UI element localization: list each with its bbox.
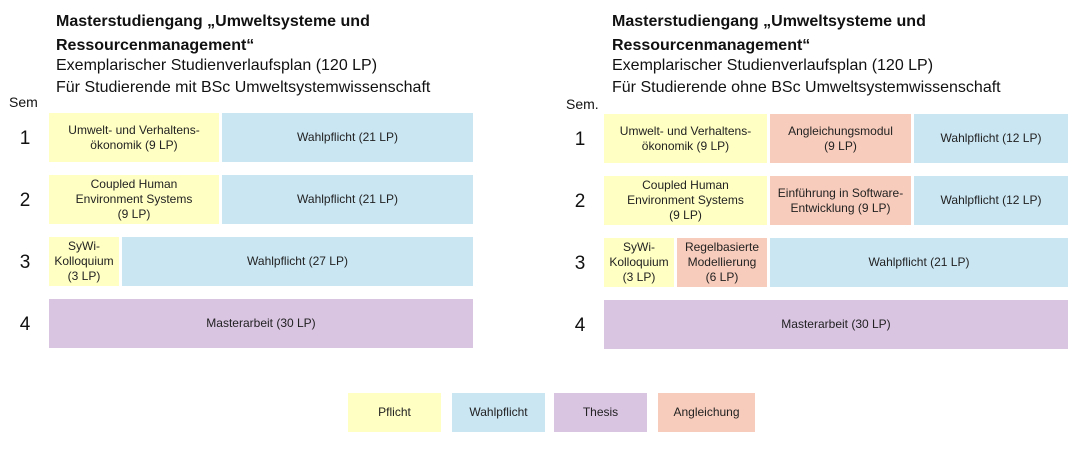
right-subtitle-1: Exemplarischer Studienverlaufsplan (120 … — [612, 57, 934, 74]
left-s3-wahlpflicht: Wahlpflicht (27 LP) — [122, 237, 473, 286]
right-s3-angleichung: Regelbasierte Modellierung (6 LP) — [677, 238, 767, 287]
legend-angleichung: Angleichung — [658, 393, 755, 432]
left-s4-masterarbeit: Masterarbeit (30 LP) — [49, 299, 473, 348]
left-subtitle-2: Für Studierende mit BSc Umweltsystemwiss… — [56, 79, 431, 96]
left-title-line1: Masterstudiengang „Umweltsysteme und — [56, 13, 370, 30]
right-s3-kolloquium: SyWi- Kolloquium (3 LP) — [604, 238, 674, 287]
right-s3-wahlpflicht: Wahlpflicht (21 LP) — [770, 238, 1068, 287]
left-s3-kolloquium: SyWi- Kolloquium (3 LP) — [49, 237, 119, 286]
left-sem-1: 1 — [19, 128, 31, 149]
right-s1-wahlpflicht: Wahlpflicht (12 LP) — [914, 114, 1068, 163]
right-sem-3: 3 — [574, 253, 586, 274]
right-s1-angleichung: Angleichungsmodul (9 LP) — [770, 114, 911, 163]
right-sem-4: 4 — [574, 315, 586, 336]
right-s4-masterarbeit: Masterarbeit (30 LP) — [604, 300, 1068, 349]
right-subtitle-2: Für Studierende ohne BSc Umweltsystemwis… — [612, 79, 1001, 96]
left-s2-pflicht-module: Coupled Human Environment Systems (9 LP) — [49, 175, 219, 224]
right-sem-header: Sem. — [566, 96, 599, 112]
legend-thesis: Thesis — [554, 393, 647, 432]
right-s2-angleichung: Einführung in Software- Entwicklung (9 L… — [770, 176, 911, 225]
right-title-line2: Ressourcenmanagement“ — [612, 37, 811, 54]
left-sem-3: 3 — [19, 252, 31, 273]
right-sem-1: 1 — [574, 129, 586, 150]
left-subtitle-1: Exemplarischer Studienverlaufsplan (120 … — [56, 57, 378, 74]
right-title-line1: Masterstudiengang „Umweltsysteme und — [612, 13, 926, 30]
right-s1-pflicht-module: Umwelt- und Verhaltens- ökonomik (9 LP) — [604, 114, 767, 163]
right-s2-pflicht-module: Coupled Human Environment Systems (9 LP) — [604, 176, 767, 225]
legend-pflicht: Pflicht — [348, 393, 441, 432]
left-s2-wahlpflicht: Wahlpflicht (21 LP) — [222, 175, 473, 224]
left-sem-4: 4 — [19, 314, 31, 335]
left-s1-pflicht-module: Umwelt- und Verhaltens- ökonomik (9 LP) — [49, 113, 219, 162]
right-sem-2: 2 — [574, 191, 586, 212]
left-title-line2: Ressourcenmanagement“ — [56, 37, 255, 54]
right-s2-wahlpflicht: Wahlpflicht (12 LP) — [914, 176, 1068, 225]
legend-wahlpflicht: Wahlpflicht — [452, 393, 545, 432]
left-s1-wahlpflicht: Wahlpflicht (21 LP) — [222, 113, 473, 162]
left-sem-2: 2 — [19, 190, 31, 211]
left-sem-header: Sem — [9, 94, 38, 110]
